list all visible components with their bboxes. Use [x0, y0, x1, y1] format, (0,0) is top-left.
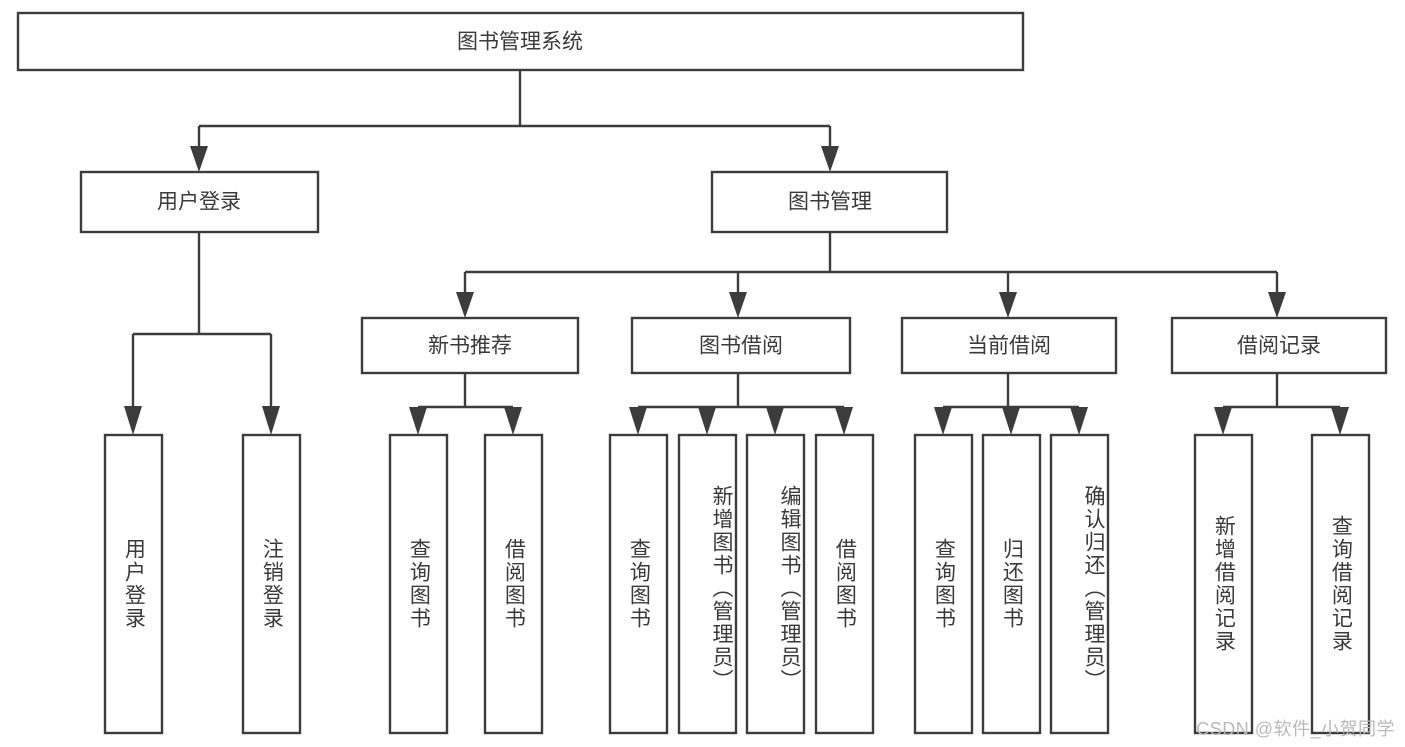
node-new-book-recommend-box[interactable] — [360, 316, 580, 375]
node-user-login-label: 用户登录 — [157, 191, 241, 214]
node-user-login[interactable]: 用户登录 — [79, 170, 320, 234]
node-leaf-query-record-box[interactable] — [1310, 433, 1371, 735]
arrow-head-leaf-user-logout — [262, 406, 280, 435]
arrow-head-leaf-query-book-3 — [934, 407, 952, 435]
arrow-head-user-login — [190, 146, 208, 172]
watermark-csdn: CSDN @软件_小贺同学 — [1196, 719, 1395, 739]
node-leaf-user-login-box[interactable] — [103, 433, 164, 735]
arrow-head-leaf-edit-book — [766, 407, 784, 435]
node-borrow-record[interactable]: 借阅记录 — [1170, 316, 1388, 375]
node-leaf-edit-book-box[interactable] — [745, 433, 806, 735]
arrow-head-leaf-borrow-book-1 — [504, 407, 522, 435]
node-book-manage-box[interactable] — [710, 170, 949, 234]
node-book-manage-label: 图书管理 — [788, 191, 872, 214]
node-borrow-record-box[interactable] — [1170, 316, 1388, 375]
node-root-box[interactable] — [16, 11, 1025, 72]
connector-group — [124, 70, 1349, 435]
node-leaf-borrow-book-2-box[interactable] — [814, 433, 875, 735]
arrow-head-leaf-return-book — [1002, 407, 1020, 435]
node-user-login-box[interactable] — [79, 170, 320, 234]
node-leaf-add-book-box[interactable] — [677, 433, 738, 735]
arrow-head-book-manage — [821, 146, 839, 172]
node-leaf-query-book-2-box[interactable] — [608, 433, 669, 735]
arrow-head-leaf-user-login — [124, 406, 142, 435]
node-borrow-record-label: 借阅记录 — [1237, 335, 1321, 358]
arrow-head-book-borrow — [729, 292, 747, 318]
node-leaf-add-record-box[interactable] — [1193, 433, 1254, 735]
node-leaf-return-book-box[interactable] — [981, 433, 1042, 735]
arrow-head-leaf-add-record — [1214, 407, 1232, 435]
arrow-head-current-borrow — [999, 292, 1017, 318]
node-book-manage[interactable]: 图书管理 — [710, 170, 949, 234]
node-leaf-query-book-3-box[interactable] — [913, 433, 974, 735]
arrow-head-leaf-query-record — [1331, 407, 1349, 435]
node-new-book-recommend-label: 新书推荐 — [428, 335, 512, 358]
node-leaf-user-logout-box[interactable] — [241, 433, 302, 735]
node-current-borrow[interactable]: 当前借阅 — [900, 316, 1118, 375]
node-leaf-query-book-1-box[interactable] — [388, 433, 449, 735]
arrow-head-leaf-query-book-2 — [629, 407, 647, 435]
arrow-head-leaf-add-book — [698, 407, 716, 435]
arrow-head-leaf-borrow-book-2 — [835, 407, 853, 435]
node-current-borrow-label: 当前借阅 — [967, 335, 1051, 358]
leaf-nodes-group — [103, 433, 1371, 735]
node-new-book-recommend[interactable]: 新书推荐 — [360, 316, 580, 375]
node-book-borrow[interactable]: 图书借阅 — [630, 316, 852, 375]
node-book-borrow-box[interactable] — [630, 316, 852, 375]
arrow-head-leaf-query-book-1 — [409, 407, 427, 435]
arrow-head-borrow-record — [1268, 292, 1286, 318]
arrow-head-new-book-recommend — [456, 292, 474, 318]
arrow-head-leaf-confirm-return — [1070, 407, 1088, 435]
node-current-borrow-box[interactable] — [900, 316, 1118, 375]
node-root[interactable]: 图书管理系统 — [16, 11, 1025, 72]
node-root-label: 图书管理系统 — [457, 31, 583, 54]
node-leaf-borrow-book-1-box[interactable] — [483, 433, 544, 735]
node-book-borrow-label: 图书借阅 — [699, 335, 783, 358]
node-leaf-confirm-return-box[interactable] — [1049, 433, 1110, 735]
